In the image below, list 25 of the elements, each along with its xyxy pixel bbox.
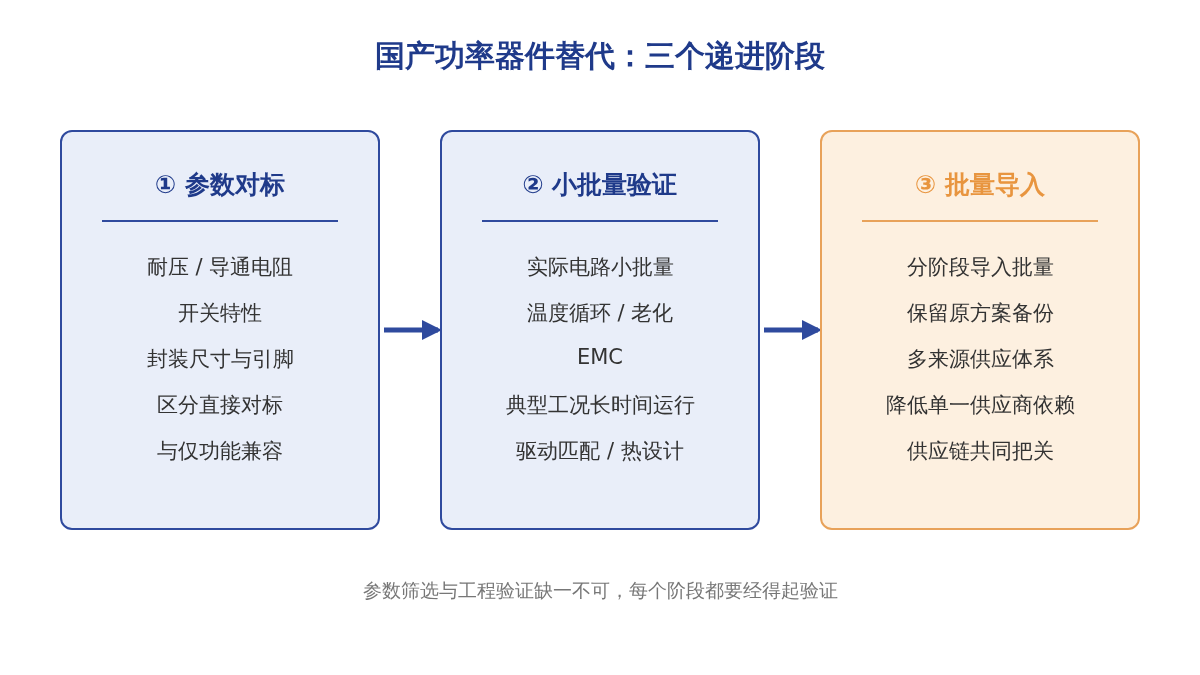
stage-item: 温度循环 / 老化 — [526, 300, 674, 327]
arrow — [764, 320, 822, 340]
arrow — [384, 320, 442, 340]
stage-item: 耐压 / 导通电阻 — [146, 254, 294, 281]
stage-item: 驱动匹配 / 热设计 — [516, 438, 684, 465]
stage-item: 区分直接对标 — [157, 392, 283, 419]
stage-heading: ① 参数对标 — [155, 169, 285, 201]
stage-card — [440, 130, 760, 530]
stage-item: EMC — [576, 345, 624, 369]
stage-heading: ③ 批量导入 — [915, 169, 1045, 201]
stage-item: 封装尺寸与引脚 — [146, 346, 294, 373]
caption: 参数筛选与工程验证缺一不可，每个阶段都要经得起验证 — [361, 578, 839, 603]
stage-item: 供应链共同把关 — [906, 438, 1054, 465]
stage-item: 开关特性 — [178, 300, 262, 327]
stage-item: 分阶段导入批量 — [906, 254, 1054, 281]
stage-item: 与仅功能兼容 — [157, 438, 283, 465]
stage-item: 保留原方案备份 — [906, 300, 1054, 327]
stage-item: 典型工况长时间运行 — [505, 392, 695, 419]
stage-card — [60, 130, 380, 530]
stage-heading: ② 小批量验证 — [522, 169, 678, 201]
stage-item: 多来源供应体系 — [906, 346, 1054, 373]
stage-item: 降低单一供应商依赖 — [885, 392, 1075, 419]
stage-card — [820, 130, 1140, 530]
diagram-title: 国产功率器件替代：三个递进阶段 — [374, 37, 826, 75]
stage-item: 实际电路小批量 — [526, 254, 674, 281]
